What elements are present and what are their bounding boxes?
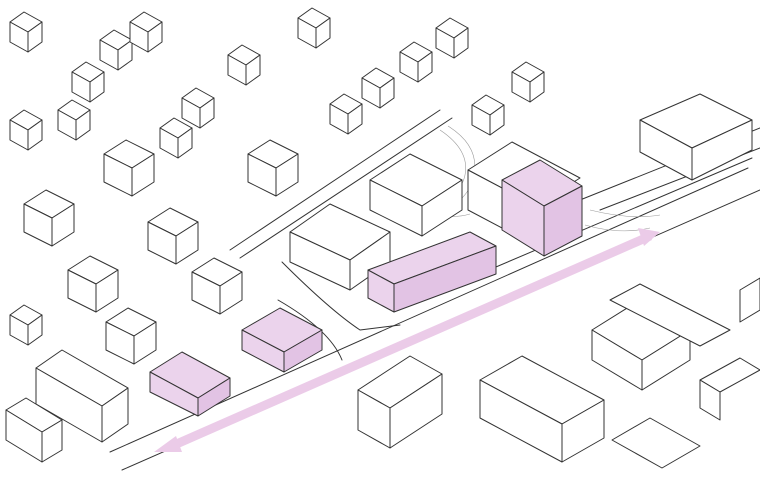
commercial-buildings (591, 93, 760, 421)
lower-buildings (357, 355, 701, 469)
arrow-head-east (638, 228, 660, 246)
diagonal-street-east (239, 117, 453, 259)
main-road-north-edge-2 (469, 157, 753, 279)
double-arrow-icon (154, 228, 660, 452)
diagonal-street-west (229, 109, 441, 251)
arrow-head-west (154, 436, 182, 452)
row-houses-lower-left (5, 349, 129, 463)
highlighted-buildings (149, 159, 583, 417)
arrow-shaft (170, 232, 652, 450)
side-street-curve (281, 261, 401, 331)
